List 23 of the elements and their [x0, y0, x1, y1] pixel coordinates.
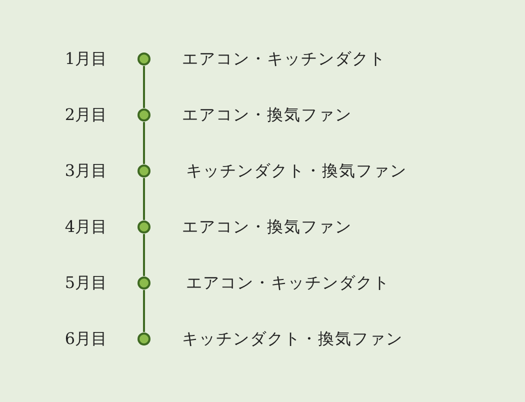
timeline-text: エアコン・キッチンダクト [186, 273, 390, 293]
timeline-dot [137, 108, 151, 122]
timeline-text: エアコン・換気ファン [182, 105, 352, 125]
month-label: 2月目 [64, 105, 107, 125]
timeline-text: エアコン・キッチンダクト [182, 49, 386, 69]
timeline-line [143, 234, 145, 276]
month-label: 1月目 [64, 49, 107, 69]
month-label: 6月目 [64, 329, 107, 349]
timeline-dot [137, 332, 151, 346]
month-label: 4月目 [64, 217, 107, 237]
timeline-dot [137, 220, 151, 234]
timeline-dot [137, 276, 151, 290]
timeline-text: キッチンダクト・換気ファン [182, 329, 403, 349]
timeline-text: エアコン・換気ファン [182, 217, 352, 237]
timeline-dot [137, 52, 151, 66]
timeline-line [143, 290, 145, 332]
timeline-dot [137, 164, 151, 178]
month-label: 3月目 [64, 161, 107, 181]
month-label: 5月目 [64, 273, 107, 293]
timeline-line [143, 122, 145, 164]
timeline-line [143, 178, 145, 220]
timeline-line [143, 66, 145, 108]
timeline-text: キッチンダクト・換気ファン [186, 161, 407, 181]
